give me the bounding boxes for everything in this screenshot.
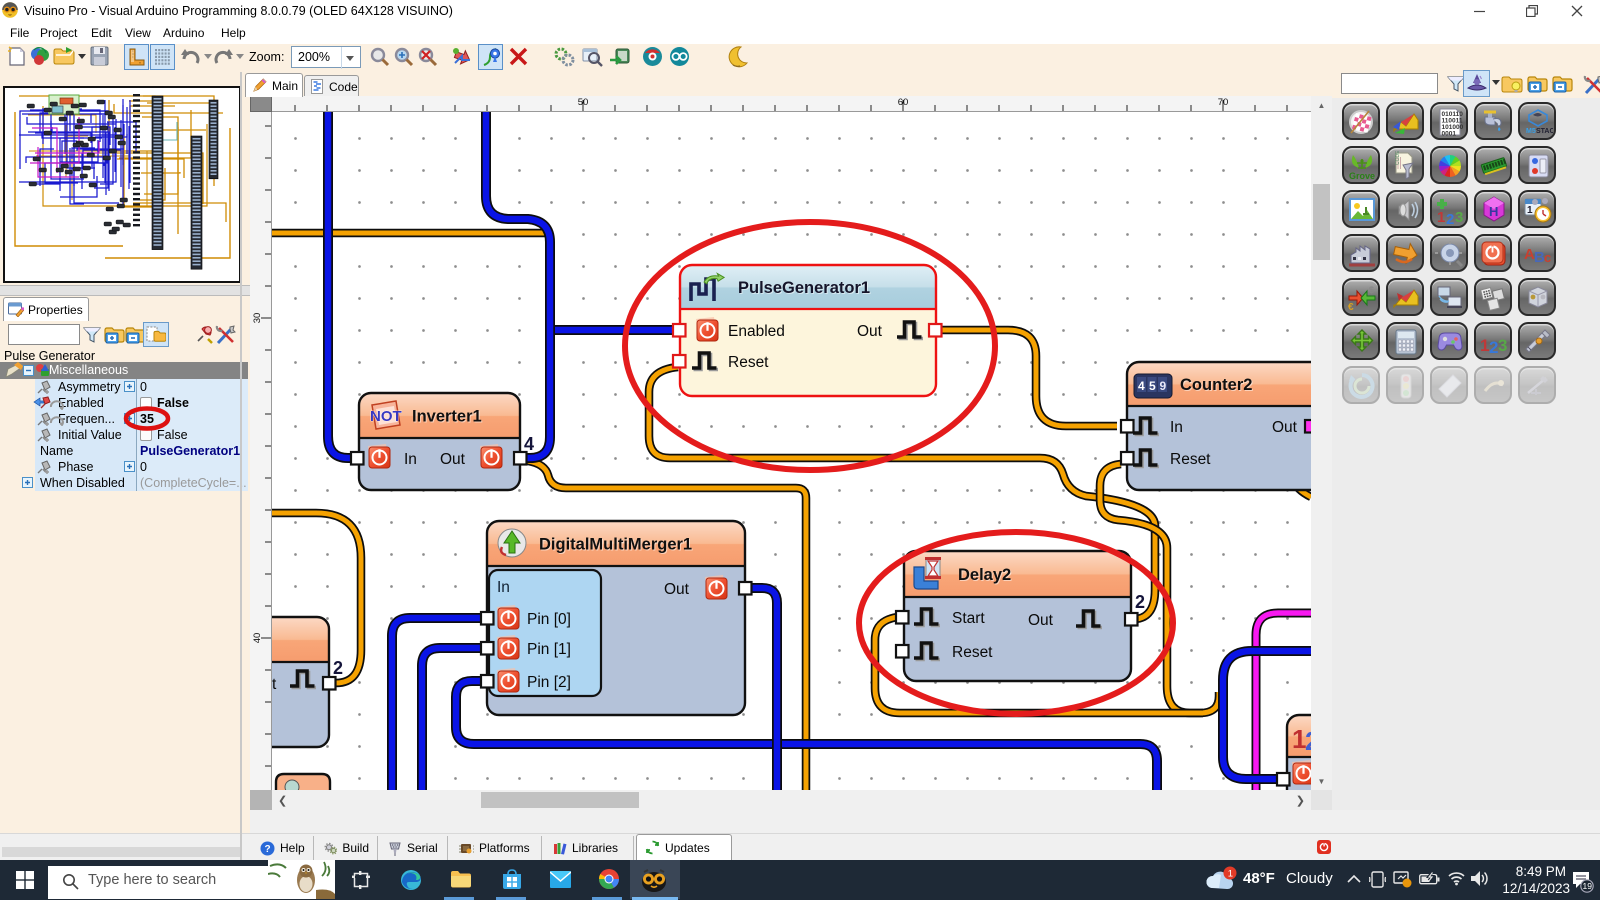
svg-text:Reset: Reset xyxy=(1170,451,1211,468)
svg-text:STACK: STACK xyxy=(1536,128,1553,135)
svg-text:M5: M5 xyxy=(1526,128,1536,135)
svg-text:2: 2 xyxy=(1446,211,1454,225)
svg-text:50: 50 xyxy=(578,97,589,108)
svg-text:9: 9 xyxy=(1160,379,1167,393)
svg-text:2: 2 xyxy=(1305,726,1311,756)
svg-text:3: 3 xyxy=(1455,209,1463,225)
svg-text:Out: Out xyxy=(664,581,690,598)
svg-text:$: $ xyxy=(1369,285,1374,295)
svg-text:t: t xyxy=(272,676,277,693)
svg-text:€: € xyxy=(1348,302,1354,313)
svg-text:Reset: Reset xyxy=(728,354,769,371)
svg-text:2: 2 xyxy=(333,658,343,678)
svg-text:Pin [1]: Pin [1] xyxy=(527,641,571,658)
svg-text:110011: 110011 xyxy=(1442,118,1463,125)
svg-text:Grove: Grove xyxy=(1349,171,1375,181)
svg-text:1: 1 xyxy=(1228,869,1233,880)
svg-text:?: ? xyxy=(265,844,271,855)
svg-text:Pin [2]: Pin [2] xyxy=(527,674,571,691)
svg-text:H: H xyxy=(1489,204,1498,219)
svg-text:010110: 010110 xyxy=(1442,111,1464,118)
svg-text:2: 2 xyxy=(1489,338,1498,357)
svg-text:CODE: CODE xyxy=(1395,151,1401,165)
svg-text:70: 70 xyxy=(1218,97,1229,108)
svg-text:Pin [0]: Pin [0] xyxy=(527,611,571,628)
svg-text:Start: Start xyxy=(952,610,985,627)
svg-text:Out: Out xyxy=(440,451,466,468)
svg-text:5: 5 xyxy=(1149,379,1156,393)
svg-text:4: 4 xyxy=(524,434,534,454)
svg-text:B: B xyxy=(1534,249,1545,266)
svg-text:19: 19 xyxy=(1583,881,1593,891)
svg-text:NOT: NOT xyxy=(370,408,402,425)
svg-text:Reset: Reset xyxy=(952,644,993,661)
svg-text:1: 1 xyxy=(1437,209,1445,225)
svg-text:In: In xyxy=(1170,419,1183,436)
svg-text:Delay2: Delay2 xyxy=(958,566,1011,584)
svg-text:In: In xyxy=(497,579,510,596)
svg-text:In: In xyxy=(404,451,417,468)
svg-text:Enabled: Enabled xyxy=(728,323,785,340)
svg-text:4: 4 xyxy=(1138,379,1145,393)
svg-text:c: c xyxy=(1544,250,1551,265)
svg-text:Out: Out xyxy=(1272,419,1298,436)
svg-text:1: 1 xyxy=(1527,205,1533,216)
svg-text:40: 40 xyxy=(252,633,263,644)
svg-text:Inverter1: Inverter1 xyxy=(412,408,482,426)
svg-text:Out: Out xyxy=(1028,612,1054,629)
svg-text:Counter2: Counter2 xyxy=(1180,376,1252,394)
svg-text:2: 2 xyxy=(1135,592,1145,612)
svg-text:3: 3 xyxy=(1498,336,1507,355)
svg-text:PulseGenerator1: PulseGenerator1 xyxy=(738,279,870,297)
svg-text:30: 30 xyxy=(252,313,263,324)
svg-text:0001: 0001 xyxy=(1442,131,1457,138)
svg-text:101000: 101000 xyxy=(1442,124,1464,131)
svg-text:1: 1 xyxy=(1292,724,1306,754)
svg-text:60: 60 xyxy=(898,97,909,108)
svg-text:Out: Out xyxy=(857,323,883,340)
svg-text:A: A xyxy=(1524,246,1535,263)
svg-text:DigitalMultiMerger1: DigitalMultiMerger1 xyxy=(539,536,692,554)
svg-text:1: 1 xyxy=(1480,336,1489,355)
